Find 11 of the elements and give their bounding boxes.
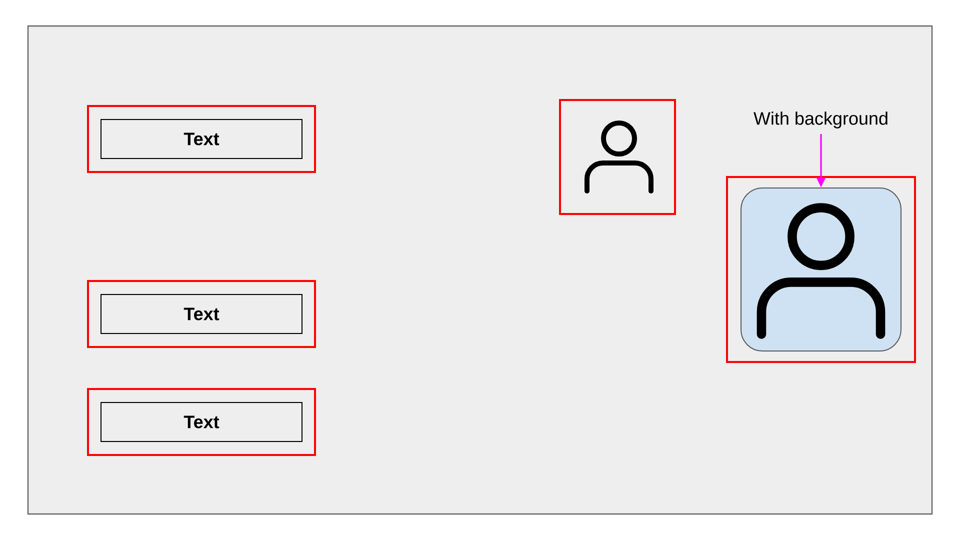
text-box: Text xyxy=(100,294,302,334)
highlight-frame xyxy=(87,105,316,173)
text-box: Text xyxy=(100,119,302,159)
highlight-frame xyxy=(87,280,316,348)
highlight-frame xyxy=(87,388,316,456)
callout-label: With background xyxy=(754,112,888,128)
highlight-frame xyxy=(559,99,676,215)
text-box: Text xyxy=(100,402,302,442)
person-icon xyxy=(584,120,654,194)
highlight-frame xyxy=(726,176,916,363)
person-icon xyxy=(756,203,886,339)
